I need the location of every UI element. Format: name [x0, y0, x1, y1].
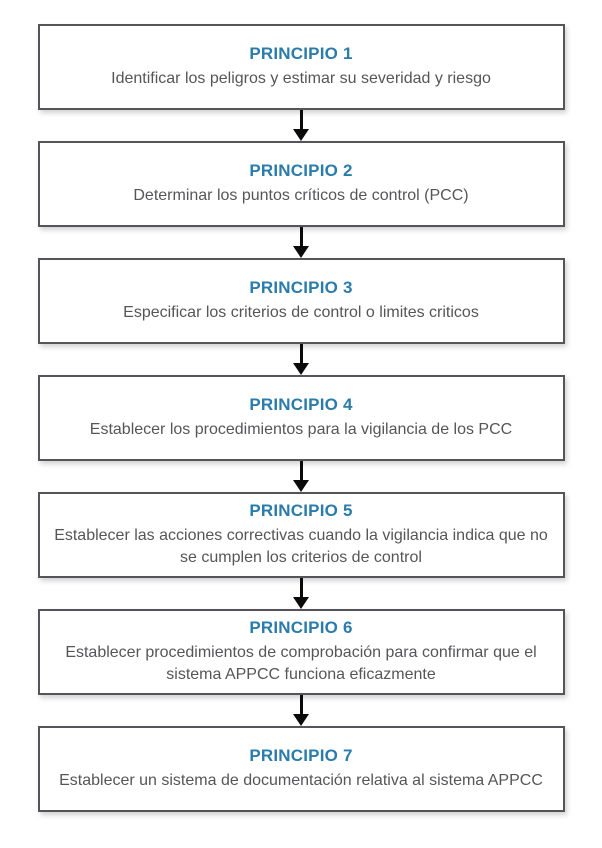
principle-7-title: PRINCIPIO 7	[249, 746, 353, 765]
down-arrow	[293, 578, 309, 609]
principle-box-6: PRINCIPIO 6 Establecer procedimientos de…	[37, 609, 565, 695]
principle-box-3: PRINCIPIO 3 Especificar los criterios de…	[37, 258, 565, 344]
arrow-head-icon	[293, 363, 309, 375]
down-arrow	[293, 695, 309, 726]
arrow-stem	[299, 695, 303, 714]
principle-box-4: PRINCIPIO 4 Establecer los procedimiento…	[37, 375, 565, 461]
principle-1-title: PRINCIPIO 1	[249, 44, 353, 63]
principle-6-description: Establecer procedimientos de comprobació…	[65, 644, 537, 683]
principle-7-description: Establecer un sistema de documentación r…	[59, 772, 543, 789]
appcc-principles-flowchart: PRINCIPIO 1 Identificar los peligros y e…	[37, 24, 565, 812]
arrow-stem	[299, 344, 303, 363]
down-arrow	[293, 227, 309, 258]
principle-1-description: Identificar los peligros y estimar su se…	[111, 70, 491, 87]
principle-6-title: PRINCIPIO 6	[249, 618, 353, 637]
principle-box-1: PRINCIPIO 1 Identificar los peligros y e…	[37, 24, 565, 110]
principle-5-title: PRINCIPIO 5	[249, 501, 353, 520]
arrow-head-icon	[293, 714, 309, 726]
principle-box-2: PRINCIPIO 2 Determinar los puntos crític…	[37, 141, 565, 227]
arrow-stem	[299, 227, 303, 246]
down-arrow	[293, 110, 309, 141]
arrow-stem	[299, 578, 303, 597]
principle-2-title: PRINCIPIO 2	[249, 161, 353, 180]
principle-3-description: Especificar los criterios de control o l…	[123, 304, 479, 321]
principle-2-description: Determinar los puntos críticos de contro…	[133, 187, 469, 204]
principle-5-description: Establecer las acciones correctivas cuan…	[54, 527, 548, 566]
principle-4-title: PRINCIPIO 4	[249, 395, 353, 414]
arrow-stem	[299, 110, 303, 129]
down-arrow	[293, 461, 309, 492]
arrow-head-icon	[293, 246, 309, 258]
arrow-head-icon	[293, 597, 309, 609]
down-arrow	[293, 344, 309, 375]
principle-3-title: PRINCIPIO 3	[249, 278, 353, 297]
principle-box-7: PRINCIPIO 7 Establecer un sistema de doc…	[37, 726, 565, 812]
principle-box-5: PRINCIPIO 5 Establecer las acciones corr…	[37, 492, 565, 578]
arrow-stem	[299, 461, 303, 480]
arrow-head-icon	[293, 480, 309, 492]
arrow-head-icon	[293, 129, 309, 141]
principle-4-description: Establecer los procedimientos para la vi…	[89, 421, 513, 438]
